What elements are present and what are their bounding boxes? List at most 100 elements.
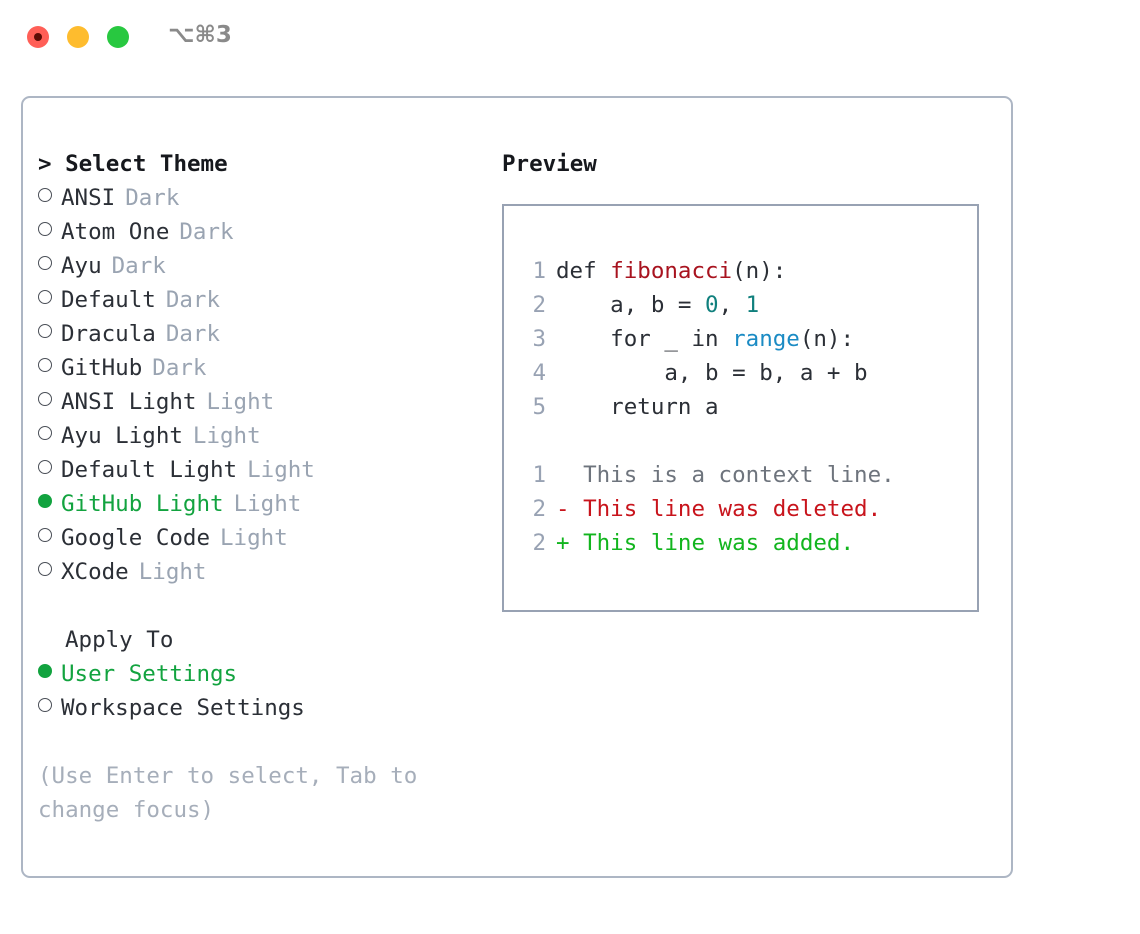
code-line-number: 1: [532, 258, 546, 284]
hint-spacer: [38, 725, 478, 759]
radio-unselected-icon[interactable]: [38, 698, 52, 712]
radio-selected-icon[interactable]: [38, 494, 52, 508]
diff-line-text: This line was deleted.: [583, 496, 882, 522]
theme-option-label: Default Light: [61, 457, 238, 483]
theme-option-label: ANSI Light: [61, 389, 197, 415]
apply-to-heading: Apply To: [65, 627, 174, 653]
diff-marker: [556, 462, 583, 488]
theme-option-variant-tag: Dark: [125, 185, 180, 211]
radio-unselected-icon[interactable]: [38, 188, 52, 202]
diff-line-ctx: 1 This is a context line.: [524, 458, 895, 492]
diff-marker: -: [556, 496, 584, 522]
diff-marker: +: [556, 530, 584, 556]
radio-unselected-icon[interactable]: [38, 392, 52, 406]
theme-option-xcode[interactable]: XCode Light: [38, 555, 478, 589]
code-token-plain: a, b =: [556, 292, 706, 318]
code-diff-separator: [524, 424, 895, 458]
code-token-plain: return a: [556, 394, 719, 420]
theme-option-label: Ayu Light: [61, 423, 183, 449]
radio-unselected-icon[interactable]: [38, 426, 52, 440]
radio-unselected-icon[interactable]: [38, 222, 52, 236]
theme-option-variant-tag: Dark: [152, 355, 207, 381]
close-window-icon[interactable]: [27, 26, 49, 48]
theme-option-github[interactable]: GitHub Dark: [38, 351, 478, 385]
code-line: 3 for _ in range(n):: [524, 322, 895, 356]
diff-line-add: 2 + This line was added.: [524, 526, 895, 560]
code-token-plain: (n):: [799, 326, 855, 352]
code-line-number: 5: [532, 394, 546, 420]
code-line: 4 a, b = b, a + b: [524, 356, 895, 390]
radio-unselected-icon[interactable]: [38, 256, 52, 270]
code-token-num: 1: [745, 292, 760, 318]
radio-unselected-icon[interactable]: [38, 528, 52, 542]
window-controls: [27, 26, 129, 48]
diff-line-del: 2- This line was deleted.: [524, 492, 895, 526]
code-line: 2 a, b = 0, 1: [524, 288, 895, 322]
code-token-builtin: range: [732, 326, 800, 352]
theme-option-label: Google Code: [61, 525, 211, 551]
code-line-number: 4: [532, 360, 546, 386]
diff-line-text: This line was added.: [583, 530, 855, 556]
diff-sample: 1 This is a context line.2- This line wa…: [524, 458, 895, 560]
theme-option-label: Atom One: [61, 219, 170, 245]
apply-to-option-label: User Settings: [61, 661, 238, 687]
theme-option-default[interactable]: Default Dark: [38, 283, 478, 317]
code-token-num: 0: [705, 292, 719, 318]
theme-option-variant-tag: Dark: [165, 287, 221, 313]
radio-unselected-icon[interactable]: [38, 324, 52, 338]
theme-option-label: Default: [61, 287, 156, 313]
radio-selected-icon[interactable]: [38, 664, 52, 678]
theme-option-ansi-light[interactable]: ANSI Light Light: [38, 385, 478, 419]
radio-unselected-icon[interactable]: [38, 358, 52, 372]
theme-option-atom-one[interactable]: Atom One Dark: [38, 215, 478, 249]
theme-option-google-code[interactable]: Google Code Light: [38, 521, 478, 555]
apply-to-option-user-settings[interactable]: User Settings: [38, 657, 478, 691]
theme-option-variant-tag: Dark: [111, 253, 166, 279]
theme-option-variant-tag: Dark: [165, 321, 221, 347]
theme-option-label: GitHub: [61, 355, 143, 381]
theme-option-ansi[interactable]: ANSI Dark: [38, 181, 478, 215]
apply-to-option-workspace-settings[interactable]: Workspace Settings: [38, 691, 478, 725]
theme-option-variant-tag: Dark: [179, 219, 234, 245]
code-token-plain: (n):: [732, 258, 787, 284]
preview-heading: Preview: [502, 151, 597, 177]
code-token-fn: fibonacci: [610, 258, 733, 284]
preview-column: Preview: [502, 147, 982, 181]
maximize-window-icon[interactable]: [107, 26, 129, 48]
radio-unselected-icon[interactable]: [38, 290, 52, 304]
radio-unselected-icon[interactable]: [38, 562, 52, 576]
theme-option-label: XCode: [61, 559, 129, 585]
code-token-plain: for _ in: [556, 326, 733, 352]
diff-line-text: This is a context line.: [583, 462, 895, 488]
apply-to-option-label: Workspace Settings: [61, 695, 305, 721]
code-line-number: 3: [532, 326, 546, 352]
radio-unselected-icon[interactable]: [38, 460, 52, 474]
theme-option-variant-tag: Light: [138, 559, 207, 585]
code-token-plain: ,: [718, 292, 746, 318]
diff-line-number: 2: [532, 530, 546, 556]
select-theme-heading: > Select Theme: [38, 151, 228, 177]
theme-option-variant-tag: Light: [206, 389, 275, 415]
theme-option-label: GitHub Light: [61, 491, 224, 517]
theme-option-label: ANSI: [61, 185, 116, 211]
keyboard-shortcut-label: ⌥⌘3: [168, 22, 232, 48]
code-token-plain: a, b = b, a + b: [556, 360, 868, 386]
diff-line-number: 1: [532, 462, 546, 488]
theme-option-variant-tag: Light: [220, 525, 288, 551]
keyboard-hint-text: (Use Enter to select, Tab to change focu…: [38, 763, 431, 823]
minimize-window-icon[interactable]: [67, 26, 89, 48]
code-line: 5 return a: [524, 390, 895, 424]
